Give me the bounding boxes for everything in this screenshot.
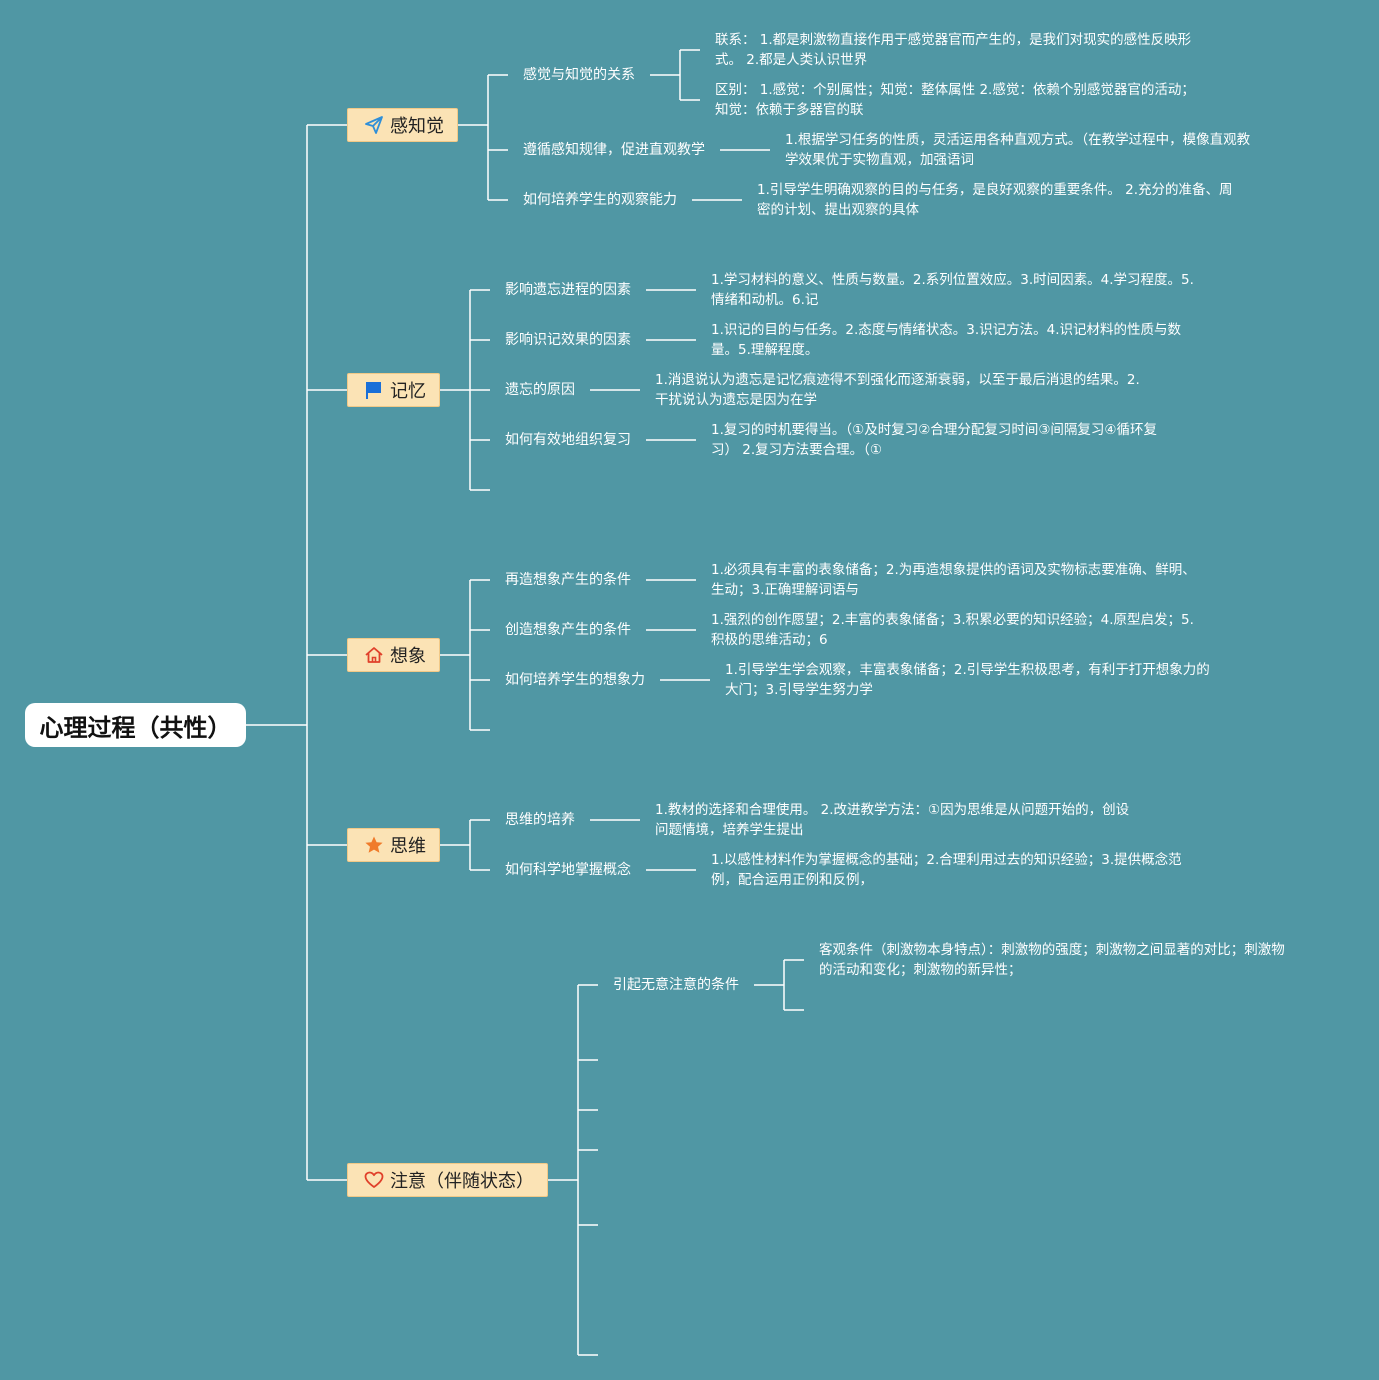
heart-icon — [364, 1170, 384, 1190]
detail-note[interactable]: 区别： 1.感觉：个别属性；知觉：整体属性 2.感觉：依赖个别感觉器官的活动； … — [715, 82, 1195, 118]
detail-note[interactable]: 1.引导学生学会观察，丰富表象储备；2.引导学生积极思考，有利于打开想象力的 大… — [725, 662, 1210, 698]
topic-attention[interactable]: 注意（伴随状态） — [347, 1163, 548, 1197]
root-topic[interactable]: 心理过程（共性） — [25, 703, 246, 747]
subtopic[interactable]: 思维的培养 — [505, 812, 575, 828]
subtopic[interactable]: 再造想象产生的条件 — [505, 572, 631, 588]
topic-label: 感知觉 — [390, 116, 444, 137]
topic-label: 记忆 — [390, 381, 426, 402]
detail-note[interactable]: 1.强烈的创作愿望；2.丰富的表象储备；3.积累必要的知识经验；4.原型启发；5… — [711, 612, 1194, 648]
topic-memory[interactable]: 记忆 — [347, 373, 440, 407]
topic-label: 注意（伴随状态） — [390, 1171, 534, 1192]
subtopic[interactable]: 遗忘的原因 — [505, 382, 575, 398]
subtopic[interactable]: 如何科学地掌握概念 — [505, 862, 631, 878]
topic-perception[interactable]: 感知觉 — [347, 108, 458, 142]
flag-icon — [364, 380, 384, 400]
detail-note[interactable]: 联系： 1.都是刺激物直接作用于感觉器官而产生的，是我们对现实的感性反映形 式。… — [715, 32, 1192, 68]
subtopic[interactable]: 感觉与知觉的关系 — [523, 67, 635, 83]
detail-note[interactable]: 1.引导学生明确观察的目的与任务，是良好观察的重要条件。 2.充分的准备、周 密… — [757, 182, 1233, 218]
subtopic[interactable]: 影响识记效果的因素 — [505, 332, 631, 348]
topic-label: 思维 — [390, 836, 426, 857]
topic-imagination[interactable]: 想象 — [347, 638, 440, 672]
subtopic[interactable]: 如何有效地组织复习 — [505, 432, 631, 448]
detail-note[interactable]: 1.识记的目的与任务。2.态度与情绪状态。3.识记方法。4.识记材料的性质与数 … — [711, 322, 1182, 358]
star-icon — [364, 835, 384, 855]
subtopic[interactable]: 创造想象产生的条件 — [505, 622, 631, 638]
detail-note[interactable]: 1.教材的选择和合理使用。 2.改进教学方法：①因为思维是从问题开始的，创设 问… — [655, 802, 1130, 838]
subtopic[interactable]: 引起无意注意的条件 — [613, 977, 739, 993]
subtopic[interactable]: 遵循感知规律，促进直观教学 — [523, 142, 705, 158]
detail-note[interactable]: 客观条件（刺激物本身特点）：刺激物的强度；刺激物之间显著的对比；刺激物 的活动和… — [819, 942, 1285, 978]
topic-label: 想象 — [390, 646, 426, 667]
detail-note[interactable]: 1.复习的时机要得当。（①及时复习②合理分配复习时间③间隔复习④循环复 习） 2… — [711, 422, 1158, 458]
detail-note[interactable]: 1.根据学习任务的性质，灵活运用各种直观方式。（在教学过程中，模像直观教 学效果… — [785, 132, 1251, 168]
detail-note[interactable]: 1.消退说认为遗忘是记忆痕迹得不到强化而逐渐衰弱，以至于最后消退的结果。2. 干… — [655, 372, 1140, 408]
topic-thinking[interactable]: 思维 — [347, 828, 440, 862]
detail-note[interactable]: 1.学习材料的意义、性质与数量。2.系列位置效应。3.时间因素。4.学习程度。5… — [711, 272, 1194, 308]
subtopic[interactable]: 如何培养学生的观察能力 — [523, 192, 677, 208]
subtopic[interactable]: 如何培养学生的想象力 — [505, 672, 645, 688]
root-title: 心理过程（共性） — [39, 713, 232, 742]
detail-note[interactable]: 1.以感性材料作为掌握概念的基础；2.合理利用过去的知识经验；3.提供概念范 例… — [711, 852, 1182, 888]
paper-plane-icon — [364, 115, 384, 135]
detail-note[interactable]: 1.必须具有丰富的表象储备；2.为再造想象提供的语词及实物标志要准确、鲜明、 生… — [711, 562, 1196, 598]
subtopic[interactable]: 影响遗忘进程的因素 — [505, 282, 631, 298]
home-icon — [364, 645, 384, 665]
